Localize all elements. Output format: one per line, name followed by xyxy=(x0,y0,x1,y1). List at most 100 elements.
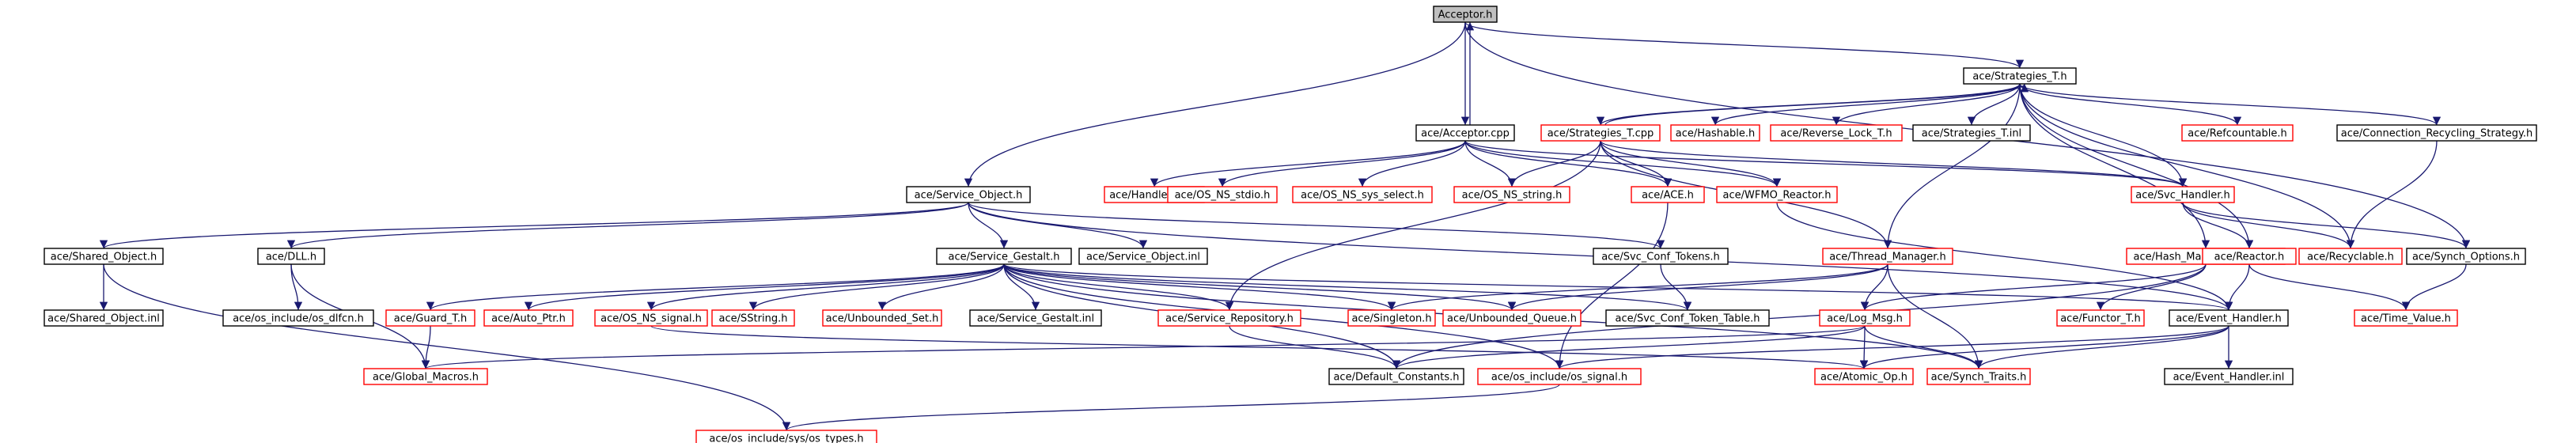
edge-synch-options-h-to-time-value-h xyxy=(2401,263,2467,311)
node-service-object-inl[interactable]: ace/Service_Object.inl xyxy=(1078,248,1208,265)
node-strategies-t-h[interactable]: ace/Strategies_T.h xyxy=(1963,67,2077,85)
edge-event-handler-h-to-os-signal-h xyxy=(1555,325,2229,369)
edge-svc-handler-h-to-synch-options-h xyxy=(2182,202,2471,249)
node-shared-object-h[interactable]: ace/Shared_Object.h xyxy=(44,248,164,265)
edge-strategies-t-h-to-svc-handler-h xyxy=(2019,83,2188,187)
edge-acceptor-cpp-to-svc-handler-h xyxy=(1464,140,2187,187)
node-refcountable-h[interactable]: ace/Refcountable.h xyxy=(2181,124,2294,142)
node-svc-handler-h[interactable]: ace/Svc_Handler.h xyxy=(2131,186,2235,203)
node-service-object-h[interactable]: ace/Service_Object.h xyxy=(906,186,1031,203)
node-atomic-op-h[interactable]: ace/Atomic_Op.h xyxy=(1814,368,1914,385)
node-conn-recycling-h[interactable]: ace/Connection_Recycling_Strategy.h xyxy=(2336,124,2537,142)
node-shared-object-inl[interactable]: ace/Shared_Object.inl xyxy=(44,309,164,327)
node-service-gestalt-h[interactable]: ace/Service_Gestalt.h xyxy=(936,248,1072,265)
node-label: ace/Strategies_T.h xyxy=(1972,71,2066,83)
edge-service-gestalt-h-to-guard-t-h xyxy=(426,263,1005,311)
node-box xyxy=(1347,309,1436,327)
node-wfmo-reactor-h[interactable]: ace/WFMO_Reactor.h xyxy=(1716,186,1838,203)
node-unbounded-queue-h[interactable]: ace/Unbounded_Queue.h xyxy=(1442,309,1582,327)
edge-service-gestalt-h-to-service-repository-h xyxy=(1003,263,1234,311)
node-guard-t-h[interactable]: ace/Guard_T.h xyxy=(385,309,475,327)
node-box xyxy=(1540,124,1661,142)
node-label: ace/Global_Macros.h xyxy=(373,372,479,384)
node-label: ace/OS_NS_string.h xyxy=(1462,190,1563,202)
node-thread-manager-h[interactable]: ace/Thread_Manager.h xyxy=(1822,248,1953,265)
node-reactor-h[interactable]: ace/Reactor.h xyxy=(2202,248,2297,265)
edge-service-gestalt-h-to-service-gestalt-inl xyxy=(1003,263,1040,311)
node-event-handler-h[interactable]: ace/Event_Handler.h xyxy=(2169,309,2289,327)
node-strategies-t-cpp[interactable]: ace/Strategies_T.cpp xyxy=(1540,124,1661,142)
node-reverse-lock-t-h[interactable]: ace/Reverse_Lock_T.h xyxy=(1770,124,1903,142)
edge-os-ns-signal-h-to-atomic-op-h xyxy=(650,325,1868,369)
node-ace-h[interactable]: ace/ACE.h xyxy=(1631,186,1705,203)
node-label: ace/ACE.h xyxy=(1642,190,1694,202)
node-default-constants-h[interactable]: ace/Default_Constants.h xyxy=(1328,368,1464,385)
node-global-macros-h[interactable]: ace/Global_Macros.h xyxy=(363,368,488,385)
node-dll-h[interactable]: ace/DLL.h xyxy=(257,248,325,265)
node-label: ace/Event_Handler.h xyxy=(2176,313,2282,325)
node-label: ace/Strategies_T.cpp xyxy=(1547,128,1654,140)
node-acceptor-cpp[interactable]: ace/Acceptor.cpp xyxy=(1415,124,1515,142)
edge-hash-map-manager-t-h-to-default-constants-h xyxy=(1392,263,2207,369)
node-unbounded-set-h[interactable]: ace/Unbounded_Set.h xyxy=(822,309,942,327)
node-singleton-h[interactable]: ace/Singleton.h xyxy=(1347,309,1436,327)
node-synch-options-h[interactable]: ace/Synch_Options.h xyxy=(2406,248,2526,265)
edge-strategies-t-h-to-strategies-t-inl xyxy=(1967,83,2021,126)
node-log-msg-h[interactable]: ace/Log_Msg.h xyxy=(1819,309,1911,327)
node-label: ace/Acceptor.cpp xyxy=(1421,128,1510,140)
edge-conn-recycling-h-to-recyclable-h xyxy=(2346,140,2438,249)
node-label: Acceptor.h xyxy=(1438,9,1493,21)
node-os-ns-string-h[interactable]: ace/OS_NS_string.h xyxy=(1453,186,1570,203)
node-label: ace/Svc_Conf_Token_Table.h xyxy=(1616,313,1760,325)
node-svc-conf-token-table-h[interactable]: ace/Svc_Conf_Token_Table.h xyxy=(1605,309,1770,327)
edge-os-signal-h-to-os-types-h xyxy=(782,384,1560,431)
node-box xyxy=(2169,309,2289,327)
node-service-repository-h[interactable]: ace/Service_Repository.h xyxy=(1157,309,1301,327)
edge-acceptor-h-to-strategies-t-h xyxy=(1464,21,2024,69)
node-box xyxy=(695,430,877,443)
node-label: ace/Recyclable.h xyxy=(2307,252,2394,263)
edge-service-object-h-to-svc-conf-tokens-h xyxy=(968,202,1665,249)
node-label: ace/Unbounded_Set.h xyxy=(826,313,939,325)
edge-service-gestalt-h-to-unbounded-set-h xyxy=(877,263,1005,311)
node-label: ace/WFMO_Reactor.h xyxy=(1723,190,1832,202)
node-sstring-h[interactable]: ace/SString.h xyxy=(711,309,795,327)
node-os-ns-signal-h[interactable]: ace/OS_NS_signal.h xyxy=(594,309,708,327)
edge-svc-handler-h-to-recyclable-h xyxy=(2182,202,2355,249)
node-box xyxy=(1716,186,1838,203)
node-os-dlfcn-h[interactable]: ace/os_include/os_dlfcn.h xyxy=(222,309,374,327)
node-auto-ptr-h[interactable]: ace/Auto_Ptr.h xyxy=(483,309,574,327)
node-os-ns-sys-select-h[interactable]: ace/OS_NS_sys_select.h xyxy=(1292,186,1433,203)
edge-service-gestalt-h-to-sstring-h xyxy=(748,263,1005,311)
node-box xyxy=(1819,309,1911,327)
node-label: ace/Singleton.h xyxy=(1351,313,1431,325)
node-os-ns-stdio-h[interactable]: ace/OS_NS_stdio.h xyxy=(1167,186,1278,203)
node-functor-t-h[interactable]: ace/Functor_T.h xyxy=(2056,309,2145,327)
node-box xyxy=(1770,124,1903,142)
edge-thread-manager-h-to-singleton-h xyxy=(1388,263,1888,311)
node-label: ace/Reverse_Lock_T.h xyxy=(1780,128,1892,140)
node-recyclable-h[interactable]: ace/Recyclable.h xyxy=(2298,248,2403,265)
edge-service-object-h-to-dll-h xyxy=(287,202,969,249)
node-time-value-h[interactable]: ace/Time_Value.h xyxy=(2354,309,2458,327)
node-svc-conf-tokens-h[interactable]: ace/Svc_Conf_Tokens.h xyxy=(1593,248,1729,265)
node-hashable-h[interactable]: ace/Hashable.h xyxy=(1670,124,1760,142)
node-strategies-t-inl[interactable]: ace/Strategies_T.inl xyxy=(1912,124,2031,142)
edge-strategies-t-cpp-to-service-repository-h xyxy=(1225,140,1601,311)
edge-strategies-t-h-to-hashable-h xyxy=(1710,83,2021,126)
node-synch-traits-h[interactable]: ace/Synch_Traits.h xyxy=(1926,368,2031,385)
node-box xyxy=(1292,186,1433,203)
node-box xyxy=(363,368,488,385)
edge-acceptor-cpp-to-os-ns-stdio-h xyxy=(1218,140,1466,187)
edge-acceptor-cpp-to-ace-h xyxy=(1464,140,1673,187)
node-os-types-h[interactable]: ace/os_include/sys/os_types.h xyxy=(695,430,877,443)
edge-service-gestalt-h-to-singleton-h xyxy=(1003,263,1396,311)
node-service-gestalt-inl[interactable]: ace/Service_Gestalt.inl xyxy=(969,309,1102,327)
node-box xyxy=(1605,309,1770,327)
node-event-handler-inl[interactable]: ace/Event_Handler.inl xyxy=(2164,368,2294,385)
edge-guard-t-h-to-global-macros-h xyxy=(421,325,431,369)
node-box xyxy=(936,248,1072,265)
node-os-signal-h[interactable]: ace/os_include/os_signal.h xyxy=(1477,368,1642,385)
node-box xyxy=(257,248,325,265)
edge-log-msg-h-to-global-macros-h xyxy=(422,325,1866,369)
